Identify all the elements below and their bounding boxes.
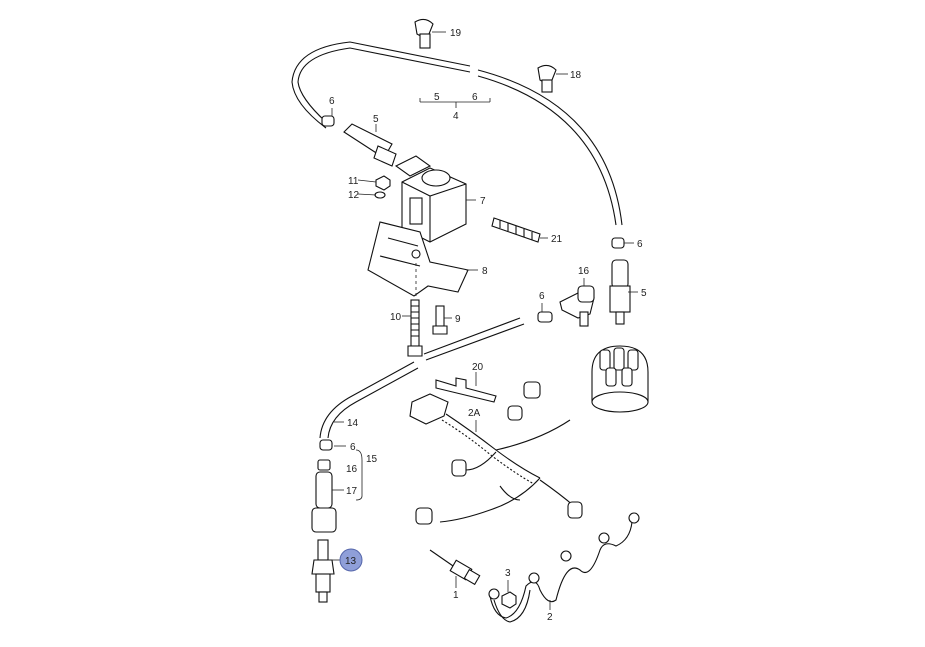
connector-5-upper — [343, 123, 397, 167]
callout-12[interactable]: 12 — [348, 190, 360, 201]
callout-10[interactable]: 10 — [390, 312, 402, 323]
nut-11 — [375, 175, 391, 191]
callout-4[interactable]: 4 — [453, 111, 459, 122]
sleeve-6-middle — [537, 311, 553, 323]
angled-boot-16 — [559, 285, 595, 327]
sleeve-6-upper — [321, 115, 335, 127]
bolt-10 — [407, 299, 423, 357]
earth-cable-2 — [488, 512, 640, 623]
bolt-9 — [432, 305, 448, 335]
callout-8[interactable]: 8 — [482, 266, 488, 277]
hose-clip-19 — [414, 18, 434, 49]
callout-18[interactable]: 18 — [570, 70, 582, 81]
callout-labels: 19 18 5 6 4 6 5 11 12 7 21 6 8 16 6 5 10… — [329, 28, 647, 623]
callout-19[interactable]: 19 — [450, 28, 462, 39]
ignition-lead-upper — [291, 41, 623, 226]
callout-21[interactable]: 21 — [551, 234, 563, 245]
callout-3[interactable]: 3 — [505, 568, 511, 579]
leader-lines — [328, 31, 638, 610]
callout-6a[interactable]: 6 — [472, 92, 478, 103]
callout-6d[interactable]: 6 — [539, 291, 545, 302]
sender-1 — [429, 549, 481, 586]
connector-5-right — [609, 259, 631, 325]
plug-connector-17 — [311, 459, 337, 533]
callout-11[interactable]: 11 — [348, 176, 359, 187]
highlight-callout-13[interactable] — [339, 548, 363, 572]
callout-6c[interactable]: 6 — [637, 239, 643, 250]
distributor-cap — [591, 345, 649, 413]
washer-12 — [374, 191, 386, 199]
callout-1[interactable]: 1 — [453, 590, 459, 601]
callout-6e[interactable]: 6 — [350, 442, 356, 453]
callout-7[interactable]: 7 — [480, 196, 486, 207]
retainer-plate-20 — [435, 377, 497, 403]
nut-3 — [501, 591, 517, 609]
bracket-8 — [367, 221, 469, 297]
callout-17[interactable]: 17 — [346, 486, 358, 497]
connector-strip-21 — [491, 217, 541, 243]
callout-15[interactable]: 15 — [366, 454, 378, 465]
ignition-lead-middle — [319, 317, 525, 439]
callout-13[interactable]: 13 — [345, 556, 357, 567]
callout-2[interactable]: 2 — [547, 612, 553, 623]
sleeve-6-left — [319, 439, 333, 451]
callout-9[interactable]: 9 — [455, 314, 461, 325]
callout-20[interactable]: 20 — [472, 362, 484, 373]
ignition-coil-7 — [394, 155, 467, 243]
hose-clip-18 — [537, 64, 557, 93]
spark-plug-13 — [311, 539, 335, 603]
callout-5c[interactable]: 5 — [641, 288, 647, 299]
sleeve-6-right — [611, 237, 625, 249]
callout-6b[interactable]: 6 — [329, 96, 335, 107]
callout-5b[interactable]: 5 — [373, 114, 379, 125]
callout-2a[interactable]: 2A — [468, 408, 481, 419]
callout-16b[interactable]: 16 — [346, 464, 358, 475]
callout-5a[interactable]: 5 — [434, 92, 440, 103]
callout-16a[interactable]: 16 — [578, 266, 590, 277]
callout-14[interactable]: 14 — [347, 418, 359, 429]
wiring-harness-2a — [409, 381, 583, 525]
